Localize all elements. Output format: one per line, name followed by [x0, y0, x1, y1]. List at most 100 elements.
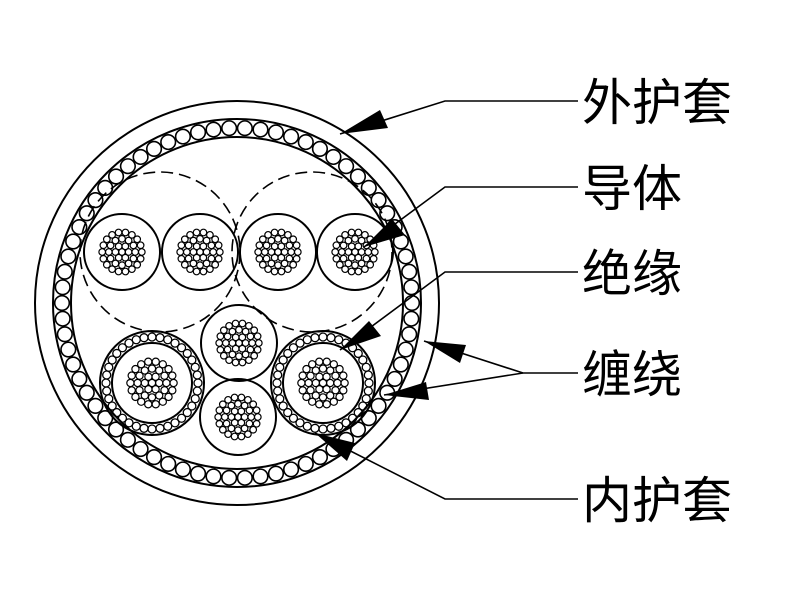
wrap-bead [124, 418, 134, 428]
conductor-strand [341, 265, 350, 274]
wrap-bead [302, 335, 312, 345]
arrow-outer-sheath [340, 110, 388, 134]
arrow-wrapping-a [424, 341, 466, 363]
conductor-strand [270, 228, 279, 237]
conductor-strand [339, 386, 348, 395]
wrap-bead [192, 370, 202, 380]
armour-bead [60, 248, 77, 265]
conductor-strand [211, 260, 220, 269]
conductor-strand [154, 366, 164, 375]
conductor-strand [277, 242, 286, 251]
armour-bead [53, 294, 71, 312]
conductor-strand [243, 430, 252, 439]
wrap-bead [192, 386, 202, 396]
armour-bead [267, 465, 285, 482]
wrap-bead [341, 418, 351, 428]
wrap-bead [170, 338, 180, 348]
wrap-bead [363, 370, 373, 380]
conductor-strand [224, 430, 233, 439]
conductor-strand [144, 385, 153, 394]
conductor-strand [267, 259, 276, 268]
arrow-insulation [340, 321, 381, 350]
wrap-bead [131, 335, 141, 345]
armour-bead [267, 124, 285, 141]
conductor-strand [339, 371, 348, 380]
armour-bead [386, 370, 403, 388]
conductor-strand [329, 397, 338, 406]
conductor-strand [331, 386, 340, 395]
conductor-strand [215, 406, 224, 415]
conductor-strand [214, 413, 223, 421]
conductor-strand [216, 345, 225, 354]
armour-bead [311, 449, 329, 466]
armour-bead [56, 326, 73, 343]
conductor-strand [284, 230, 292, 239]
conductor-strand [135, 386, 144, 395]
conductor-strand [253, 345, 262, 354]
armour-bead [403, 279, 420, 296]
conductor-strand [216, 332, 225, 341]
wrap-bead [278, 355, 288, 365]
conductor-strand [162, 378, 171, 388]
conductor-strand [255, 241, 264, 250]
wrap-bead [104, 362, 114, 372]
conductor-strand [264, 265, 273, 274]
conductor-strand [270, 267, 279, 276]
conductor-strand [335, 364, 344, 374]
armour-bead [311, 140, 329, 157]
wrap-bead [288, 413, 299, 423]
conductor-strand [351, 234, 359, 243]
conductor-strand [151, 400, 160, 409]
wrap-bead [273, 386, 283, 396]
wrap-bead [182, 407, 192, 418]
conductor-strand [244, 356, 253, 365]
leader-conductor [363, 186, 578, 248]
conductor-strand [215, 248, 224, 256]
conductor-strand [224, 395, 233, 404]
conductor-strand [335, 260, 344, 269]
conductor-strand [302, 364, 311, 374]
conductor-strand [199, 228, 208, 237]
conductor-strand [222, 419, 231, 428]
wrap-bead [310, 333, 320, 343]
conductor-strand [231, 344, 240, 353]
wrap-bead [193, 378, 203, 388]
conductor-strand [186, 230, 195, 239]
armour-bead [205, 468, 222, 485]
conductor-strand [225, 356, 234, 365]
wrap-bead [147, 424, 157, 434]
label-inner-sheath: 内护套 [582, 472, 732, 530]
wrap-bead [363, 386, 373, 396]
armour-bead [360, 179, 377, 196]
armour-bead [360, 410, 377, 427]
conductor-strand [369, 254, 378, 263]
wrap-bead [283, 407, 293, 418]
conductor-strand [341, 230, 350, 239]
armour-bead [71, 218, 88, 236]
conductor-strand [102, 260, 111, 269]
insulated-core-3 [239, 213, 317, 291]
conductor-strand [192, 267, 201, 276]
armour-bead [189, 465, 207, 482]
armour-bead [221, 120, 238, 137]
armour-bead [205, 121, 222, 138]
conductor-strand [136, 254, 145, 263]
armour-bead [54, 279, 71, 296]
insulated-core-center-bottom [199, 378, 277, 456]
wrap-bead [102, 386, 112, 396]
conductor-strand [322, 357, 331, 366]
armour-bead [78, 384, 95, 401]
conductor-strand [329, 360, 338, 369]
conductor-strand [315, 400, 324, 409]
conductor-strand [335, 235, 344, 244]
conductor-strand [253, 413, 262, 421]
conductor-strand [136, 360, 146, 369]
conductor-strand [285, 241, 294, 250]
conductor-strand [127, 386, 136, 395]
conductor-strand [347, 267, 356, 276]
armour-bead [282, 128, 300, 145]
wrap-bead [275, 362, 285, 372]
wrap-bead [318, 424, 328, 434]
wrap-bead [275, 394, 285, 404]
